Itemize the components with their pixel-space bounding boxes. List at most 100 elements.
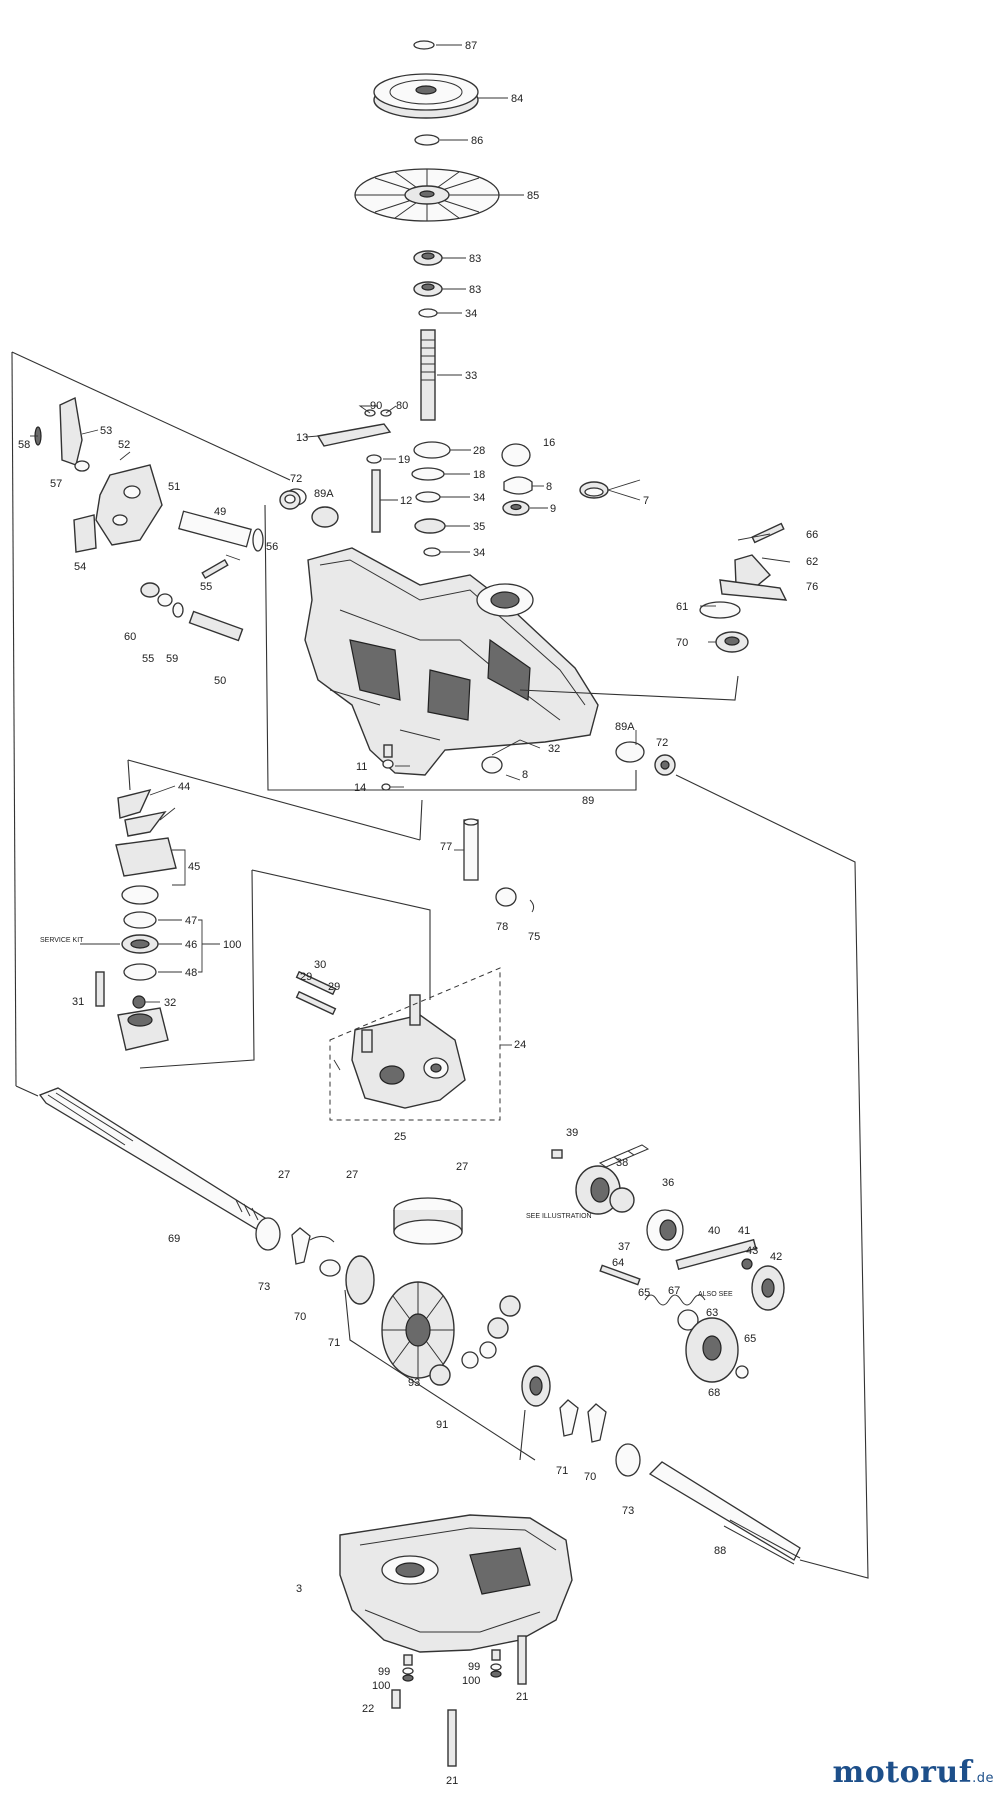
callout-59: 59: [166, 653, 178, 665]
callout-100-c: 100: [462, 1675, 480, 1687]
callout-72-b: 72: [656, 737, 668, 749]
callout-32-b: 32: [164, 997, 176, 1009]
callout-73: 73: [258, 1281, 270, 1293]
callout-65-b: 65: [744, 1333, 756, 1345]
center-section-part: [351, 1014, 466, 1109]
callout-50: 50: [214, 675, 226, 687]
callout-29-b: 29: [328, 981, 340, 993]
callout-51: 51: [168, 481, 180, 493]
gear-train: [551, 1144, 785, 1383]
callout-9: 9: [550, 503, 556, 515]
ring-part: [418, 308, 438, 318]
small-label-service-kit: SERVICE KIT: [40, 937, 84, 944]
callout-70: 70: [676, 637, 688, 649]
callout-76: 76: [806, 581, 818, 593]
callout-65: 65: [638, 1287, 650, 1299]
callout-73-b: 73: [622, 1505, 634, 1517]
callout-100-b: 100: [372, 1680, 390, 1692]
callout-37: 37: [618, 1241, 630, 1253]
callout-33: 33: [465, 370, 477, 382]
callout-38: 38: [616, 1157, 628, 1169]
callout-34: 34: [465, 308, 477, 320]
callout-67: 67: [668, 1285, 680, 1297]
pinion-part: [345, 1255, 375, 1305]
bypass-arm-part: [316, 423, 392, 447]
callout-64: 64: [612, 1257, 624, 1269]
callout-27: 27: [278, 1169, 290, 1181]
callout-29: 29: [300, 971, 312, 983]
brand-name: motoruf: [832, 1755, 973, 1790]
callout-48: 48: [185, 967, 197, 979]
small-label-also-see: ALSO SEE: [698, 1291, 733, 1298]
callout-3: 3: [296, 1583, 302, 1595]
callout-69: 69: [168, 1233, 180, 1245]
callout-58: 58: [18, 439, 30, 451]
callout-99: 99: [378, 1666, 390, 1678]
callout-21-b: 21: [446, 1775, 458, 1787]
callout-61: 61: [676, 601, 688, 613]
callout-68: 68: [708, 1387, 720, 1399]
callout-77: 77: [440, 841, 452, 853]
lever-shaft-part: [188, 610, 244, 642]
callout-90: 90: [370, 400, 382, 412]
callout-47: 47: [185, 915, 197, 927]
callout-71-b: 71: [556, 1465, 568, 1477]
callout-89a-b: 89A: [615, 721, 635, 733]
callout-44: 44: [178, 781, 190, 793]
callout-7: 7: [643, 495, 649, 507]
pin-part: [371, 469, 381, 533]
callout-91: 91: [436, 1419, 448, 1431]
callout-56: 56: [266, 541, 278, 553]
control-arm-part: [59, 396, 83, 466]
callout-99-b: 99: [468, 1661, 480, 1673]
callout-71: 71: [328, 1337, 340, 1349]
callout-66: 66: [806, 529, 818, 541]
callout-45: 45: [188, 861, 200, 873]
callout-87: 87: [465, 40, 477, 52]
assembly-frames: [11, 351, 869, 1579]
swashplate-stack: [95, 788, 177, 1051]
callout-46: 46: [185, 939, 197, 951]
callout-60: 60: [124, 631, 136, 643]
upper-small-parts: [285, 409, 609, 557]
fan-part: [354, 168, 500, 222]
callout-27-b: 27: [346, 1169, 358, 1181]
lower-housing-part: [339, 1514, 573, 1767]
callout-63: 63: [706, 1307, 718, 1319]
callout-41: 41: [738, 1225, 750, 1237]
callout-52: 52: [118, 439, 130, 451]
callout-30: 30: [314, 959, 326, 971]
callout-78: 78: [496, 921, 508, 933]
brand-tld: .de: [972, 1771, 994, 1786]
callout-labels: 87 84 86 85 83 83 34 33 90 80 13 28 19 1…: [18, 40, 818, 1787]
callout-55-b: 55: [142, 653, 154, 665]
shaft-part: [178, 510, 252, 548]
top-stack: [354, 40, 500, 421]
bull-gear-part: [381, 1281, 455, 1379]
callout-8-b: 8: [522, 769, 528, 781]
callout-12: 12: [400, 495, 412, 507]
callout-16: 16: [543, 437, 555, 449]
callout-34-c: 34: [473, 547, 485, 559]
left-control-parts: [34, 396, 301, 642]
brand-logo: motoruf.de: [832, 1755, 994, 1790]
callout-55: 55: [200, 581, 212, 593]
upper-housing-part: [304, 547, 599, 776]
callout-54: 54: [74, 561, 86, 573]
callout-89: 89: [582, 795, 594, 807]
callout-11: 11: [356, 761, 367, 773]
callout-83-b: 83: [469, 284, 481, 296]
callout-42: 42: [770, 1251, 782, 1263]
callout-57: 57: [50, 478, 62, 490]
small-label-see-illustration: SEE ILLUSTRATION: [526, 1213, 592, 1220]
callout-32: 32: [548, 743, 560, 755]
callout-93: 93: [408, 1377, 420, 1389]
washer-part: [414, 134, 440, 146]
plug-part: [501, 443, 531, 467]
leader-lines: [30, 44, 791, 1071]
callout-88: 88: [714, 1545, 726, 1557]
callout-22: 22: [362, 1703, 374, 1715]
callout-75: 75: [528, 931, 540, 943]
callout-27-c: 27: [456, 1161, 468, 1173]
